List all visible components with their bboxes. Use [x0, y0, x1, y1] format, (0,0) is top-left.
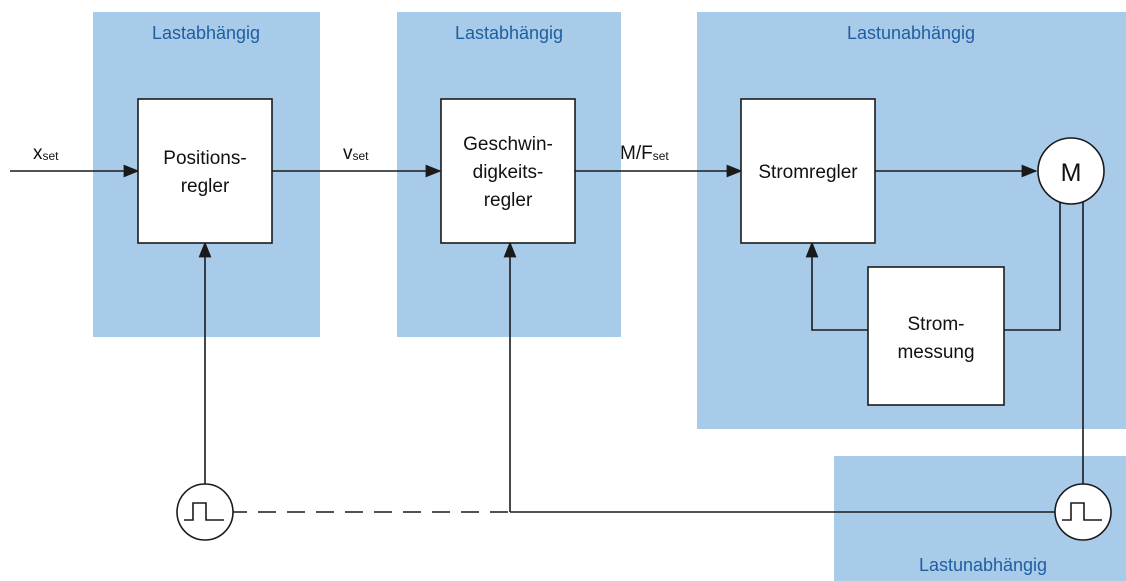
zone-label: Lastabhängig — [152, 23, 260, 43]
signal-main: v — [343, 143, 353, 164]
motor-label: M — [1061, 159, 1082, 187]
signal-main: M/F — [620, 143, 653, 164]
signal-main: x — [33, 143, 43, 164]
current-controller-block: Stromregler — [740, 98, 876, 244]
motor-icon: M — [1037, 137, 1105, 205]
signal-subscript: set — [653, 149, 670, 163]
block-label-line: Strom- — [908, 314, 965, 335]
block-label-line: regler — [181, 176, 230, 197]
pulse-encoder-icon — [176, 483, 234, 541]
zone-label: Lastabhängig — [455, 23, 563, 43]
pulse-encoder-icon — [1054, 483, 1112, 541]
block-label-line: Geschwin- — [463, 134, 553, 155]
block-label-line: Positions- — [163, 148, 246, 169]
signal-subscript: set — [353, 149, 370, 163]
signal-label-xset: xset — [33, 143, 59, 164]
block-label-line: Stromregler — [758, 162, 858, 183]
signal-label-mfset: M/Fset — [620, 143, 669, 164]
zone-label: Lastunabhängig — [919, 555, 1047, 575]
zone-label: Lastunabhängig — [847, 23, 975, 43]
measurement-to-current-controller-arrow — [805, 241, 868, 331]
current-measurement-block: Strom- messung — [867, 266, 1005, 406]
signal-label-vset: vset — [343, 143, 369, 164]
signal-subscript: set — [43, 149, 60, 163]
motor-to-measurement-line — [1004, 195, 1061, 331]
position-controller-block: Positions- regler — [137, 98, 273, 244]
block-label-line: messung — [897, 342, 974, 363]
speed-controller-block: Geschwin- digkeits- regler — [440, 98, 576, 244]
block-label-line: regler — [484, 190, 533, 211]
block-label-line: digkeits- — [473, 162, 544, 183]
connection-lines — [10, 164, 1084, 513]
